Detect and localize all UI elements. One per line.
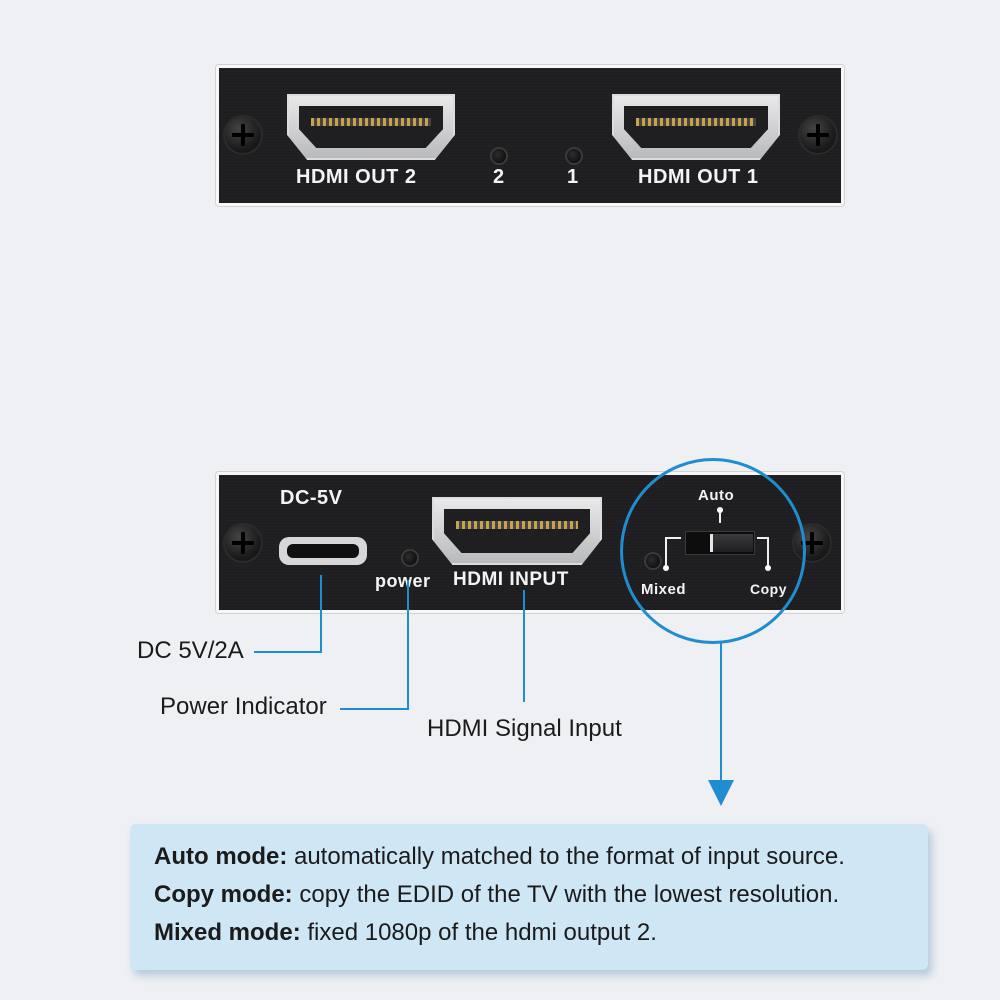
- hdmi-leader-vertical: [523, 590, 525, 702]
- mode-desc: copy the EDID of the TV with the lowest …: [299, 881, 840, 908]
- screw-icon: [223, 523, 263, 563]
- mode-line-auto: Auto mode: automatically matched to the …: [154, 838, 928, 876]
- led-2-indicator: [492, 149, 506, 163]
- hdmi-out-2-label: HDMI OUT 2: [296, 166, 417, 188]
- led-1-label: 1: [567, 166, 579, 188]
- hdmi-out-2-port: [287, 94, 455, 160]
- power-label: power: [375, 571, 431, 591]
- mode-desc: automatically matched to the format of i…: [293, 843, 845, 870]
- mode-desc: fixed 1080p of the hdmi output 2.: [307, 919, 657, 946]
- dc-power-port: [279, 537, 367, 565]
- mode-title: Auto mode:: [154, 843, 288, 870]
- mode-title: Copy mode:: [154, 881, 293, 908]
- led-2-label: 2: [493, 166, 505, 188]
- power-leader-vertical: [407, 580, 409, 709]
- dc-leader-vertical: [320, 575, 322, 652]
- power-led-indicator: [403, 551, 417, 565]
- dc-5v-label: DC-5V: [280, 487, 343, 509]
- output-panel: HDMI OUT 2 2 1 HDMI OUT 1: [216, 65, 844, 206]
- hdmi-input-port: [432, 497, 602, 565]
- dc-leader-horizontal: [254, 651, 322, 653]
- mode-line-copy: Copy mode: copy the EDID of the TV with …: [154, 876, 928, 914]
- power-leader-horizontal: [340, 708, 409, 710]
- dc-callout-label: DC 5V/2A: [137, 637, 244, 664]
- screw-icon: [798, 115, 838, 155]
- hdmi-callout-label: HDMI Signal Input: [427, 715, 622, 742]
- mode-switch-highlight-circle: [620, 458, 806, 644]
- power-callout-label: Power Indicator: [160, 693, 327, 720]
- led-1-indicator: [567, 149, 581, 163]
- hdmi-out-1-label: HDMI OUT 1: [638, 166, 759, 188]
- hdmi-out-1-port: [612, 94, 780, 160]
- down-arrow-icon: [708, 780, 734, 806]
- mode-title: Mixed mode:: [154, 919, 301, 946]
- hdmi-input-label: HDMI INPUT: [453, 569, 569, 590]
- screw-icon: [223, 115, 263, 155]
- mode-leader-vertical: [720, 642, 722, 782]
- modes-info-box: Auto mode: automatically matched to the …: [130, 824, 928, 970]
- mode-line-mixed: Mixed mode: fixed 1080p of the hdmi outp…: [154, 914, 928, 952]
